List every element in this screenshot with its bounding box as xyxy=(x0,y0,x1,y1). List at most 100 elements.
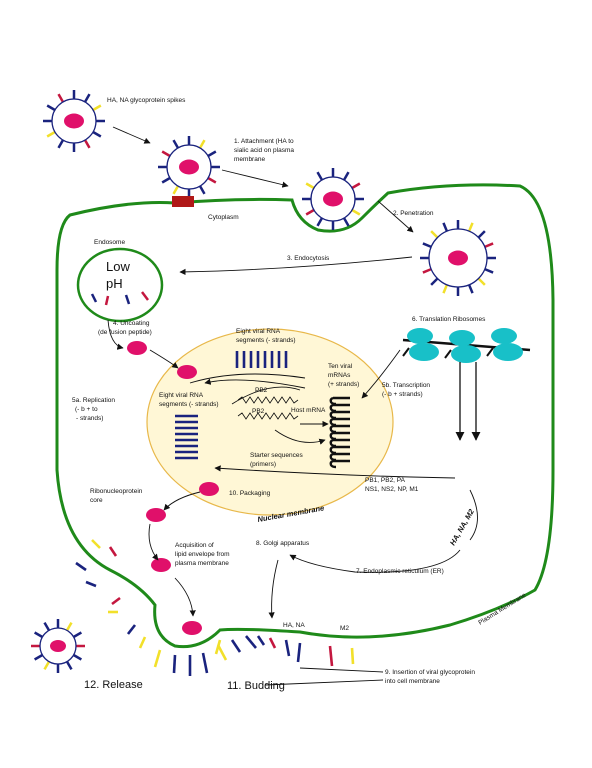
membrane-glycoprotein xyxy=(138,636,147,649)
membrane-glycoprotein xyxy=(172,654,177,674)
svg-text:membrane: membrane xyxy=(234,156,265,163)
viral-core xyxy=(179,159,199,175)
ribosome xyxy=(449,330,481,363)
label-insertion: 9. Insertion of viral glycoprotein into … xyxy=(385,669,475,685)
ribosomes xyxy=(402,328,531,363)
membrane-glycoprotein xyxy=(91,539,101,549)
svg-text:5a. Replication: 5a. Replication xyxy=(72,397,115,404)
membrane-glycoprotein xyxy=(256,635,266,646)
svg-text:segments (- strands): segments (- strands) xyxy=(159,401,219,408)
glycoprotein-spike xyxy=(57,139,65,149)
glycoprotein-spike xyxy=(430,277,439,286)
sialic-acid-receptor xyxy=(172,196,194,207)
label-release: 12. Release xyxy=(84,679,143,691)
label-packaging: 10. Packaging xyxy=(229,490,271,497)
membrane-glycoprotein xyxy=(268,637,277,649)
glycoprotein-spike xyxy=(342,217,350,227)
membrane-glycoprotein xyxy=(230,639,242,653)
glycoprotein-spike xyxy=(92,104,102,112)
svg-text:core: core xyxy=(90,497,103,504)
rnp-nuclear-entry xyxy=(177,365,197,379)
glycoprotein-spike xyxy=(484,267,494,274)
glycoprotein-spike xyxy=(316,171,324,181)
glycoprotein-spike xyxy=(33,631,44,639)
endosome-spikes xyxy=(90,291,149,306)
label-translation: 6. Translation Ribosomes xyxy=(412,316,486,323)
svg-text:5b. Transcription: 5b. Transcription xyxy=(382,382,430,389)
nucleus xyxy=(146,328,394,516)
svg-text:- strands): - strands) xyxy=(76,415,103,422)
mrna-strand xyxy=(329,459,350,469)
label-budding: 11. Budding xyxy=(227,680,285,692)
glycoprotein-spike xyxy=(43,660,51,671)
rnp-core xyxy=(146,508,166,522)
vrna-segments-left xyxy=(175,414,198,460)
membrane-glycoprotein xyxy=(85,580,97,588)
glycoprotein-spike xyxy=(305,208,315,216)
rnp-uncoated xyxy=(127,341,147,355)
svg-text:Starter sequences: Starter sequences xyxy=(250,452,304,459)
label-low: Low xyxy=(106,259,130,274)
viral-core xyxy=(323,191,343,207)
svg-text:Ribonucleoprotein: Ribonucleoprotein xyxy=(90,488,143,495)
glycoprotein-spike xyxy=(83,93,91,103)
glycoprotein-spike xyxy=(467,284,474,294)
label-golgi: 8. Golgi apparatus xyxy=(256,540,310,547)
viral-core xyxy=(64,113,84,129)
membrane-glycoprotein xyxy=(126,624,137,635)
membrane-glycoprotein xyxy=(108,546,118,557)
glycoprotein-spike xyxy=(442,222,449,232)
svg-text:4. Uncoating: 4. Uncoating xyxy=(113,320,150,327)
membrane-glycoprotein xyxy=(214,639,222,655)
svg-text:Eight viral RNA: Eight viral RNA xyxy=(159,392,204,399)
glycoprotein-spike xyxy=(198,185,206,195)
rnp-capsids xyxy=(127,341,219,635)
rnp-budding xyxy=(182,621,202,635)
svg-text:into cell membrane: into cell membrane xyxy=(385,678,440,685)
glycoprotein-spike xyxy=(33,653,44,661)
glycoprotein-spike xyxy=(161,150,171,158)
membrane-glycoprotein xyxy=(296,642,302,663)
svg-text:sialic acid on plasma: sialic acid on plasma xyxy=(234,147,294,154)
svg-text:(de fusion peptide): (de fusion peptide) xyxy=(98,329,152,336)
glycoprotein-spike xyxy=(351,182,361,190)
glycoprotein-spike xyxy=(46,130,56,138)
membrane-glycoprotein xyxy=(75,561,87,572)
cell-plasma-membrane xyxy=(55,183,555,649)
svg-text:(- b + to: (- b + to xyxy=(75,406,98,413)
membrane-glycoprotein xyxy=(201,652,209,674)
label-attachment: 1. Attachment (HA to sialic acid on plas… xyxy=(234,138,294,163)
svg-text:(- b + strands): (- b + strands) xyxy=(382,391,423,398)
svg-text:PB1, PB2, PA: PB1, PB2, PA xyxy=(365,477,406,484)
svg-text:(primers): (primers) xyxy=(250,461,276,468)
glycoprotein-spike xyxy=(46,104,56,112)
rnp-envelope xyxy=(151,558,171,572)
endosome xyxy=(76,247,164,323)
glycoprotein-spike xyxy=(65,621,73,632)
membrane-glycoprotein xyxy=(328,645,334,667)
label-acquisition: Acquisition of lipid envelope from plasm… xyxy=(175,542,230,567)
label-cytoplasm: Cytoplasm xyxy=(208,214,239,221)
label-replication: 5a. Replication (- b + to - strands) xyxy=(72,397,115,422)
glycoprotein-spike xyxy=(442,284,449,294)
glycoprotein-spike xyxy=(477,230,486,239)
label-eight-vrna-left: Eight viral RNA segments (- strands) xyxy=(159,392,219,408)
glycoprotein-spike xyxy=(207,150,217,158)
svg-text:lipid envelope from: lipid envelope from xyxy=(175,551,230,558)
membrane-glycoprotein xyxy=(245,635,257,649)
svg-text:Ten viral: Ten viral xyxy=(328,363,353,370)
svg-text:9. Insertion of viral glycopro: 9. Insertion of viral glycoprotein xyxy=(385,669,475,676)
svg-text:Eight viral RNA: Eight viral RNA xyxy=(236,328,281,335)
label-pb2-a: PB2 xyxy=(255,387,268,394)
svg-text:segments (- strands): segments (- strands) xyxy=(236,337,296,344)
membrane-glycoproteins xyxy=(75,539,355,676)
glycoprotein-spike xyxy=(72,631,83,639)
virus-penetrating xyxy=(302,168,364,230)
vrna-segments-top xyxy=(235,351,288,368)
label-uncoating: 4. Uncoating (de fusion peptide) xyxy=(98,320,152,336)
glycoprotein-spike xyxy=(422,242,432,249)
membrane-glycoprotein xyxy=(111,596,121,606)
membrane-glycoprotein xyxy=(216,644,228,661)
glycoprotein-spike xyxy=(161,176,171,184)
